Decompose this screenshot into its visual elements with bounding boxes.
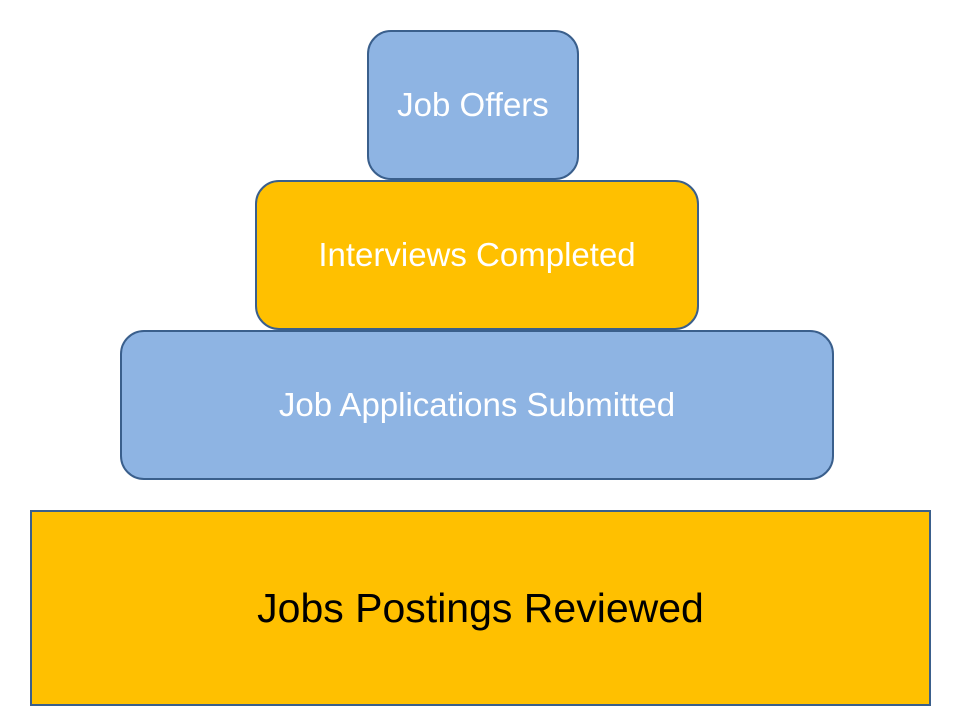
pyramid-level-label: Job Offers	[397, 86, 549, 123]
pyramid-level-label: Job Applications Submitted	[278, 386, 676, 423]
pyramid-level-job-offers: Job Offers	[367, 30, 579, 180]
pyramid-level-applications-submitted: Job Applications Submitted	[120, 330, 834, 480]
pyramid-level-label: Interviews Completed	[318, 236, 636, 273]
pyramid-level-interviews-completed: Interviews Completed	[255, 180, 699, 330]
pyramid-level-postings-reviewed: Jobs Postings Reviewed	[30, 510, 931, 706]
pyramid-level-label: Jobs Postings Reviewed	[257, 584, 704, 631]
